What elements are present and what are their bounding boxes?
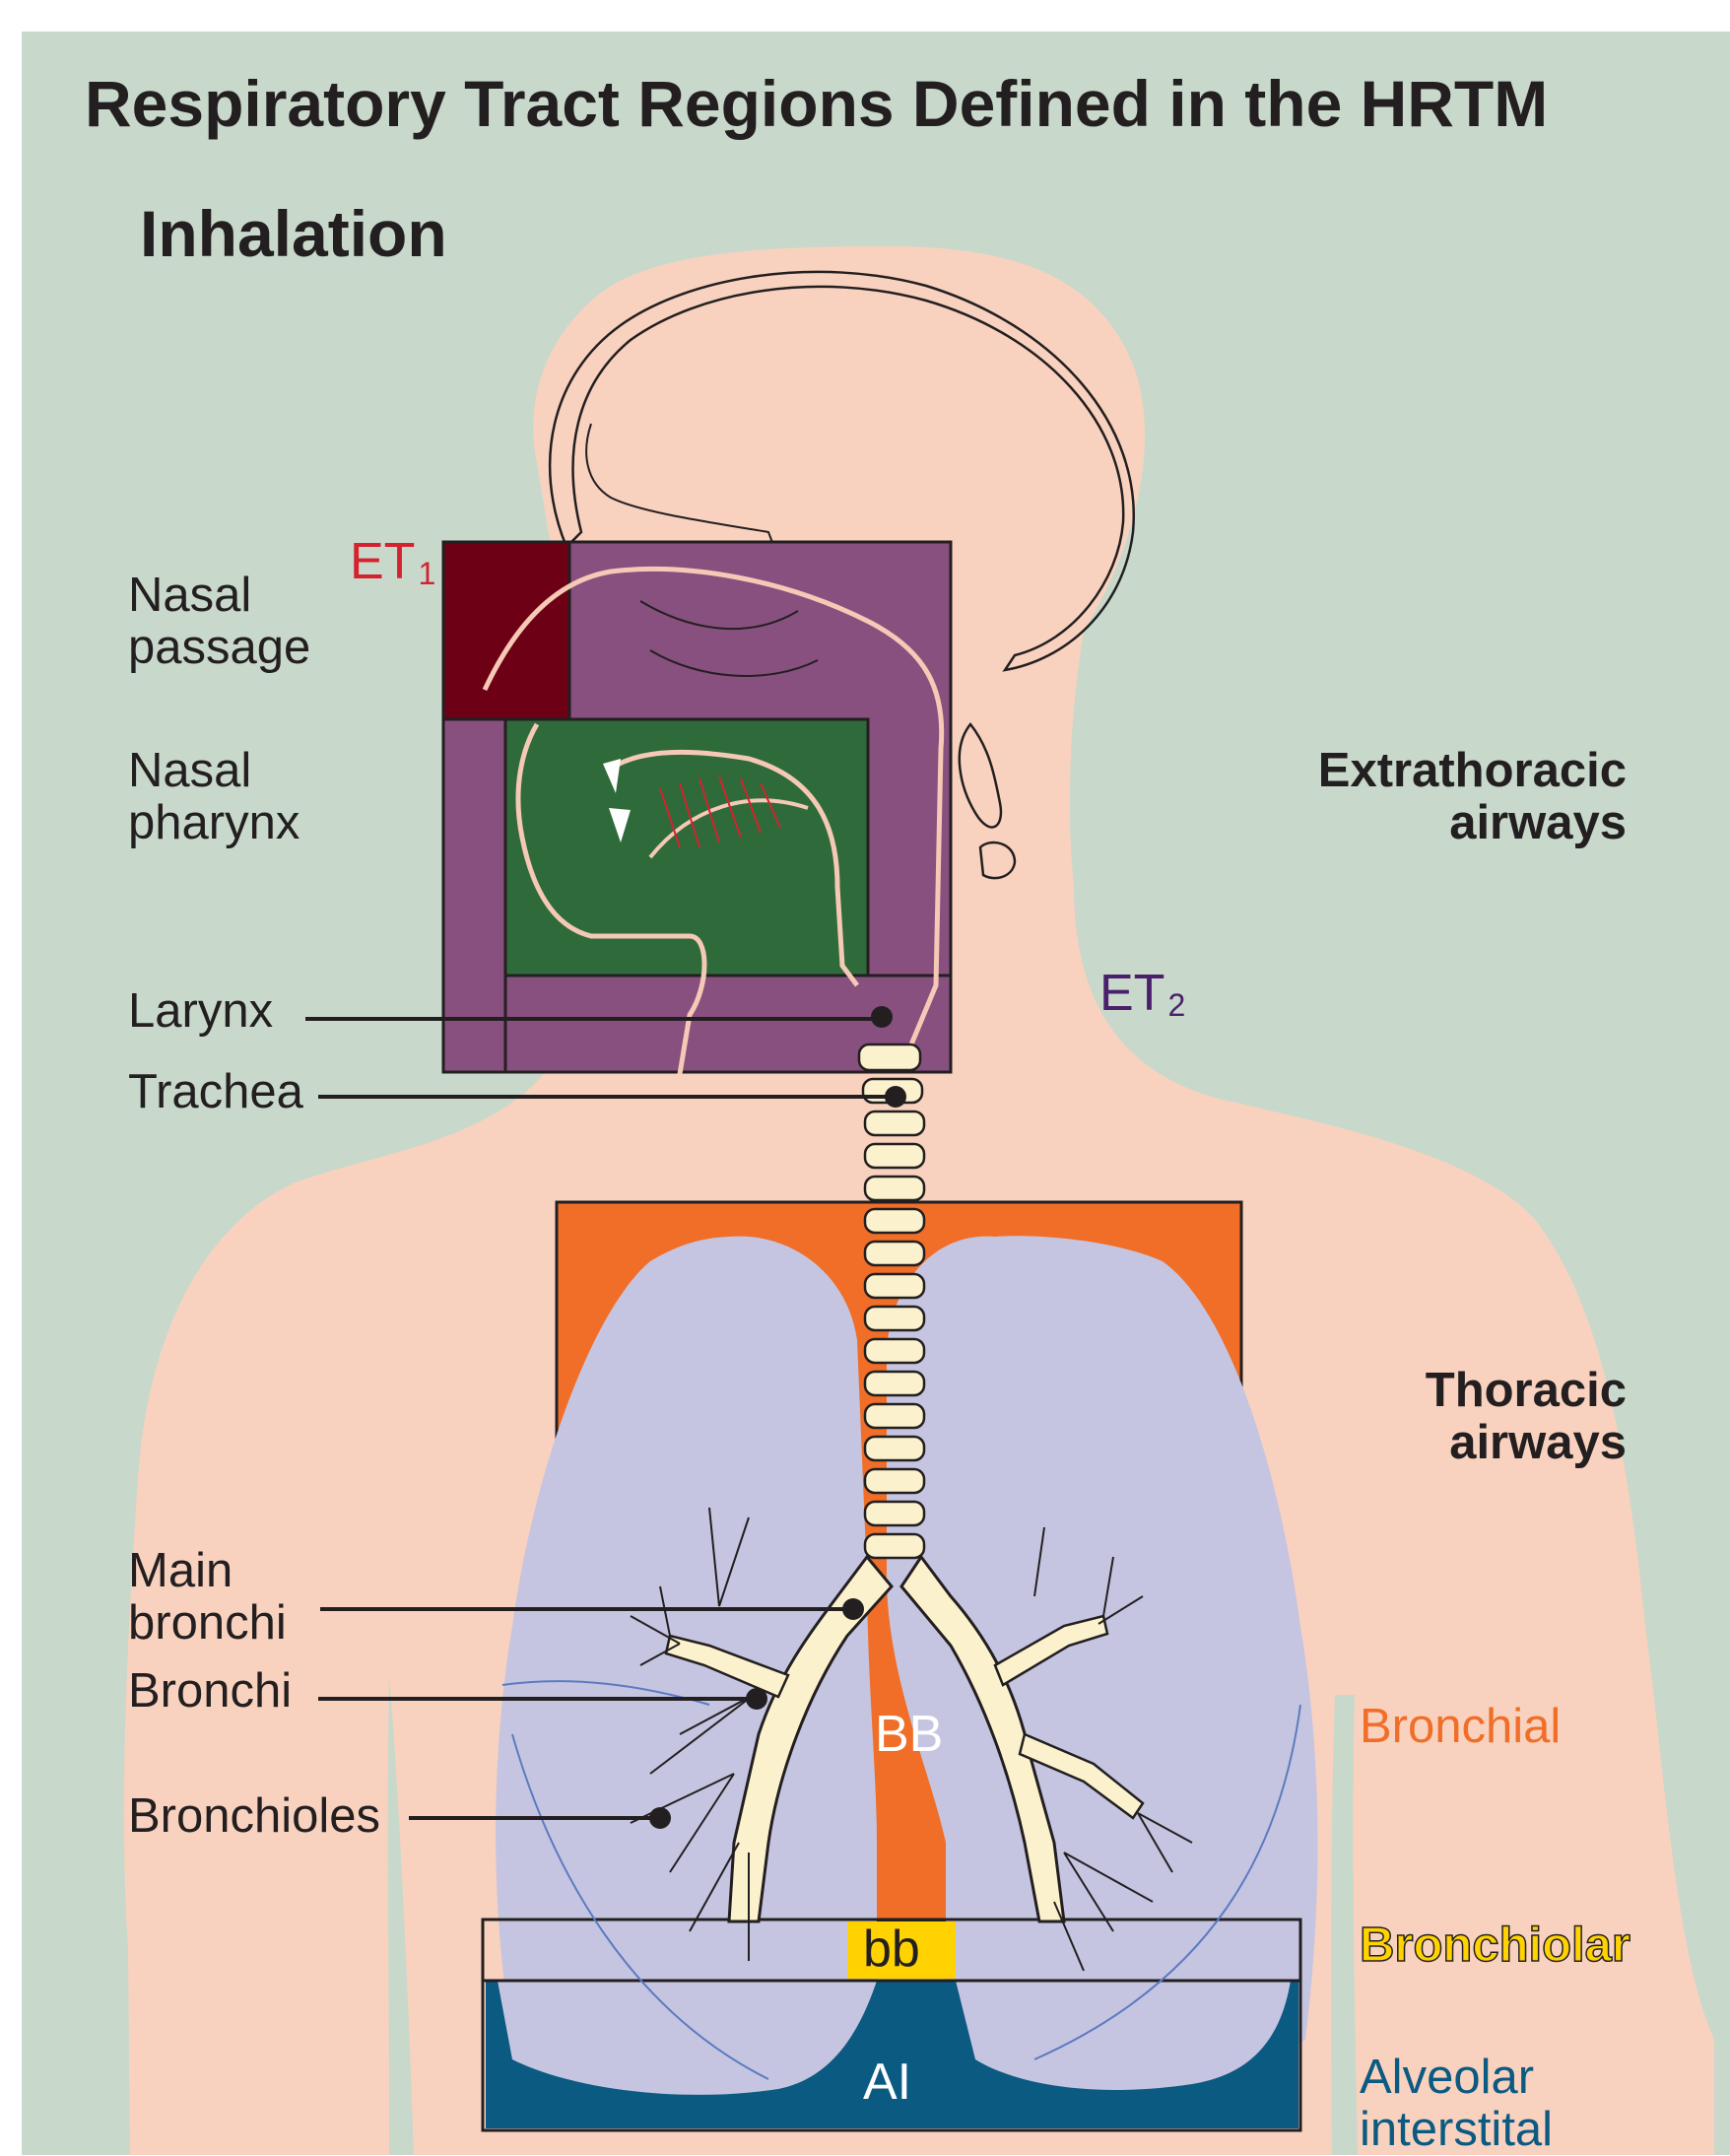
label-larynx: Larynx	[128, 985, 273, 1038]
label-main-bronchi: Main bronchi	[128, 1545, 287, 1650]
label-et2: ET2	[1099, 966, 1185, 1023]
region-bb-label: BB	[875, 1707, 943, 1762]
region-bb-small-label: bb	[863, 1921, 920, 1977]
label-nasal-passage: Nasal passage	[128, 570, 310, 674]
diagram-title: Respiratory Tract Regions Defined in the…	[85, 69, 1548, 139]
label-extrathoracic-airways: Extrathoracic airways	[1318, 745, 1627, 849]
region-name-alveolar-interstital: Alveolar interstital	[1360, 2052, 1553, 2156]
region-name-bronchiolar: Bronchiolar	[1360, 1920, 1630, 1972]
label-thoracic-airways: Thoracic airways	[1426, 1365, 1627, 1469]
label-bronchioles: Bronchioles	[128, 1790, 380, 1843]
diagram-subtitle: Inhalation	[140, 199, 447, 269]
label-bronchi: Bronchi	[128, 1665, 292, 1718]
region-name-bronchial: Bronchial	[1360, 1701, 1561, 1753]
label-nasal-pharynx: Nasal pharynx	[128, 745, 299, 849]
label-et1: ET1	[350, 534, 435, 591]
label-trachea: Trachea	[128, 1066, 303, 1118]
region-ai-label: AI	[863, 2055, 911, 2110]
jaw-outline	[980, 842, 1015, 878]
et1-box	[443, 542, 569, 719]
